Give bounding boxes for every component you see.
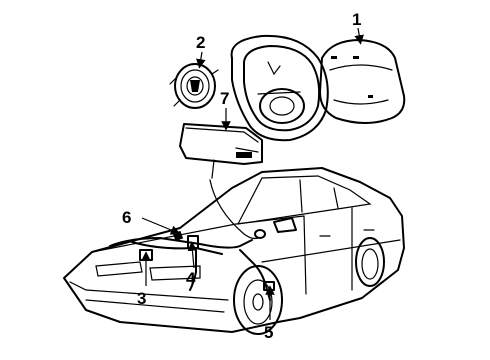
- steering-wheel-part: [230, 34, 329, 142]
- callout-7: 7: [220, 89, 229, 108]
- callout-3: 3: [137, 289, 146, 308]
- callout-2: 2: [196, 33, 205, 52]
- callout-1: 1: [352, 10, 361, 29]
- clock-spring-part: [169, 63, 219, 109]
- callout-4: 4: [186, 269, 196, 288]
- callout-labels: 1 2 3 4 5 6 7: [122, 10, 361, 342]
- callout-6: 6: [122, 208, 131, 227]
- diagnostic-module-part: [179, 123, 263, 179]
- airbag-cover-part: [319, 39, 406, 124]
- leader-line-2: [196, 51, 206, 69]
- leader-line-1: [354, 27, 364, 45]
- sedan-car: [63, 167, 405, 335]
- leader-line-4: [187, 241, 198, 269]
- leader-line-6: [141, 217, 181, 235]
- leader-lines: [141, 27, 364, 320]
- callout-5: 5: [264, 323, 273, 342]
